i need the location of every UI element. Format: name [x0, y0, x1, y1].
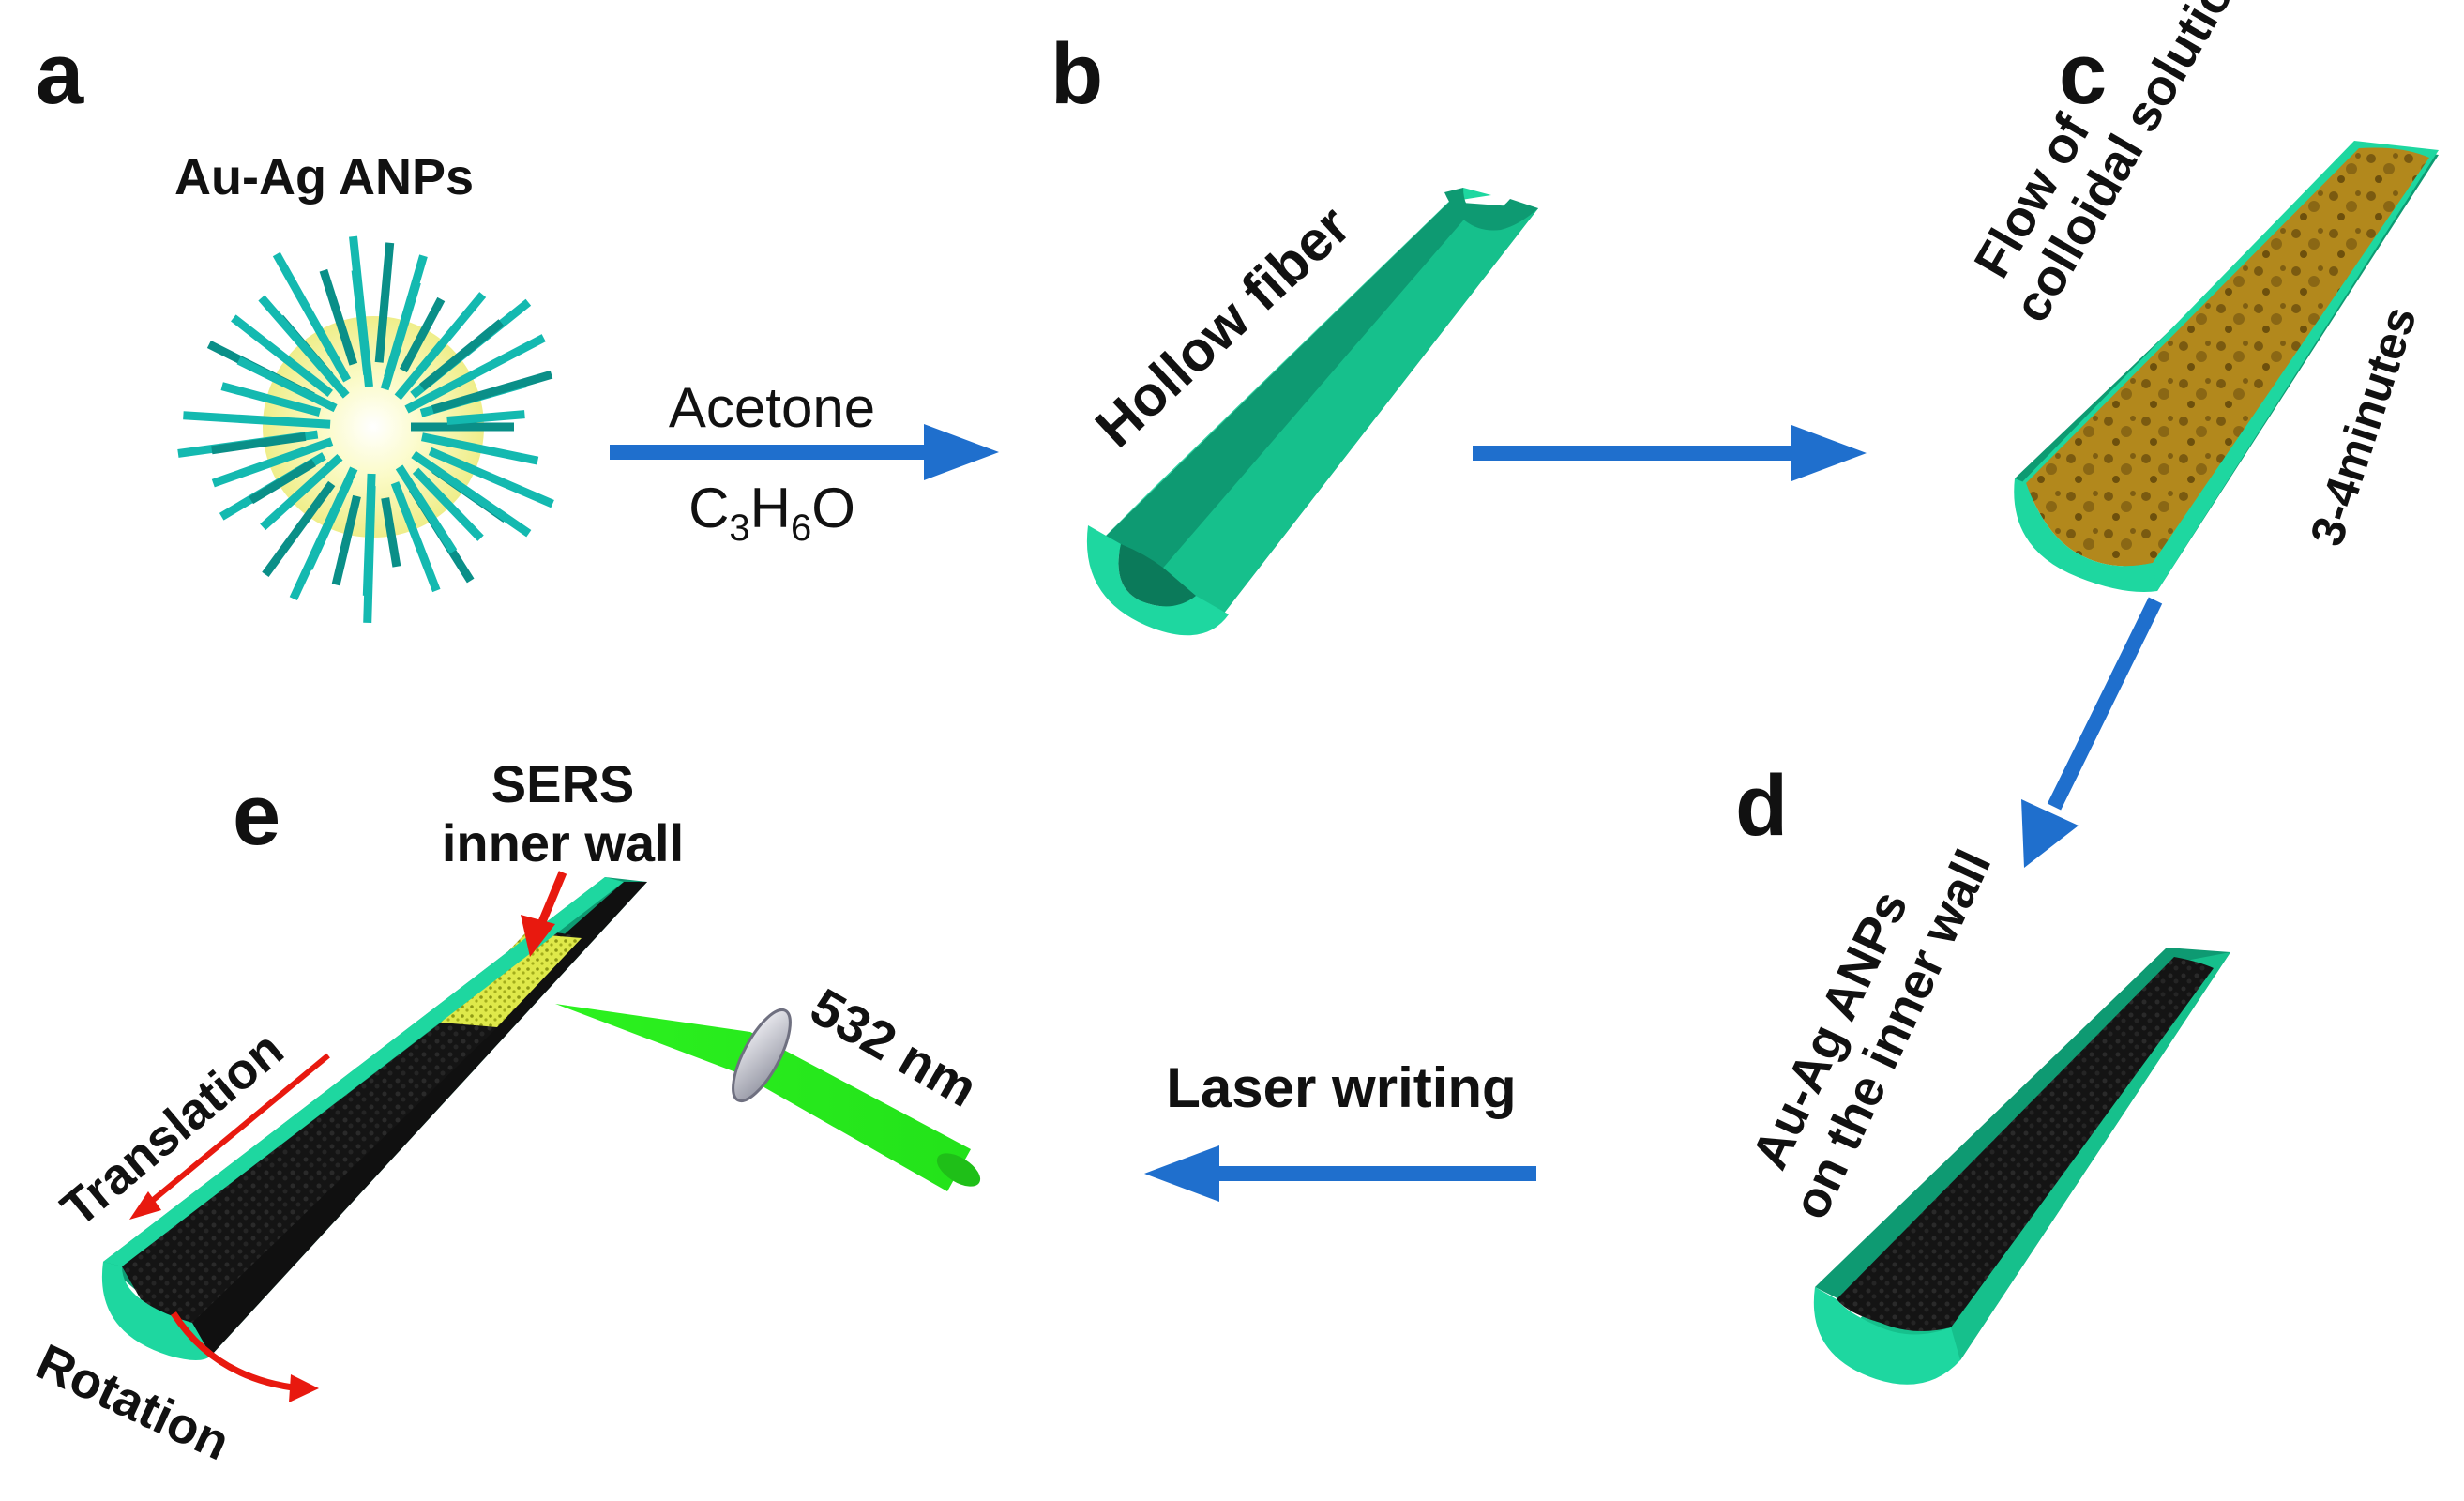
colloid-fiber-icon	[2014, 141, 2439, 592]
arrow-head	[2021, 799, 2079, 868]
arrow-d-to-e: Laser writing	[1144, 1056, 1536, 1202]
formula-o: O	[811, 477, 855, 539]
arrow-shaft	[1210, 1166, 1536, 1181]
panel-letter-d: d	[1735, 758, 1788, 854]
reagent-formula-label: C3H6O	[688, 477, 855, 549]
laser-beam	[555, 1004, 981, 1191]
nanoparticle-spike	[211, 437, 334, 488]
colloid-solution-fill	[2026, 147, 2429, 567]
nanoparticle-spike	[363, 485, 376, 624]
nanoparticle-spike	[183, 411, 331, 429]
nanoparticle-spike	[260, 453, 343, 531]
anp-title: Au-Ag ANPs	[174, 149, 474, 205]
formula-sub-6: 6	[791, 508, 811, 549]
nanoparticle-spike	[428, 447, 554, 508]
laser-writing-label: Laser writing	[1166, 1056, 1516, 1119]
nanoparticle-spike	[374, 242, 395, 363]
nanoparticle-spike	[390, 481, 441, 593]
panel-a: a Au-Ag ANPs	[36, 26, 554, 624]
hollow-fiber-icon	[1086, 188, 1538, 636]
nanoparticle-spike	[319, 268, 358, 366]
formula-c: C	[688, 477, 729, 539]
arrow-head	[924, 424, 999, 480]
nanoparticle-spike	[420, 432, 539, 465]
nanoparticle-spike	[304, 478, 354, 570]
arrow-b-to-c	[1473, 425, 1867, 481]
nanoparticle-spike	[411, 450, 532, 538]
nanoparticle-spike	[262, 480, 336, 578]
panel-c: c Flow ofcolloidal solution 3-4minutes	[1954, 0, 2439, 592]
nanoparticle-spike	[211, 432, 307, 455]
arrow-c-to-d	[2021, 597, 2163, 868]
anp-coating-fill	[122, 932, 582, 1323]
nanoparticle-spike	[446, 410, 525, 425]
panel-b: b Hollow fiber	[1051, 26, 1538, 636]
nanoparticle-spike	[220, 382, 322, 417]
sers-label-line1: SERS	[491, 754, 635, 813]
nanoparticle-spike	[399, 296, 446, 373]
anp-coating-fill	[1837, 957, 2214, 1331]
sers-label-line2: inner wall	[442, 813, 684, 872]
arrow-head	[1144, 1145, 1219, 1202]
translation-arrow	[129, 1053, 330, 1220]
arrow-shaft	[610, 445, 933, 460]
arrow-head	[1791, 425, 1867, 481]
panel-e: e SERS inner wall 532 nm Translation	[28, 754, 988, 1471]
nanoparticle-icon	[177, 235, 554, 624]
nanoparticle-spike	[431, 370, 553, 414]
formula-h: H	[750, 477, 791, 539]
nanoparticle-spike	[272, 251, 352, 383]
panel-letter-b: b	[1051, 26, 1103, 122]
arrow-shaft	[1473, 446, 1801, 461]
panel-letter-e: e	[233, 767, 280, 863]
nanoparticle-spike	[331, 494, 361, 586]
nanoparticle-spike	[351, 269, 372, 375]
nanoparticle-spike	[395, 464, 458, 554]
panel-letter-c: c	[2059, 26, 2107, 122]
panel-d: d Au-Ag ANPson the inner wall	[1735, 758, 2230, 1385]
nanoparticle-spike	[381, 497, 401, 568]
arrow-a-to-b: Acetone C3H6O	[610, 376, 999, 549]
colloid-flow-label: Flow ofcolloidal solution	[1954, 0, 2260, 331]
nanoparticle-spike	[394, 292, 487, 401]
nanoparticle-spike	[231, 314, 333, 397]
nanoparticle-spike	[419, 319, 505, 391]
laser-fiber-icon	[101, 877, 647, 1360]
arrow-shaft	[2047, 597, 2163, 811]
rotation-arrow	[171, 1311, 319, 1402]
nanoparticle-spike	[249, 459, 316, 505]
nanoparticle-spike	[384, 254, 428, 379]
nanoparticle-spike	[258, 295, 350, 399]
lens-icon	[732, 1008, 792, 1103]
nanoparticle-spike	[412, 467, 484, 541]
coated-fiber-icon	[1813, 948, 2230, 1385]
formula-sub-3: 3	[729, 508, 749, 549]
reagent-acetone-label: Acetone	[669, 376, 875, 439]
sers-pointer-arrow	[521, 871, 567, 957]
nanoparticle-spike	[236, 356, 338, 413]
panel-letter-a: a	[36, 26, 84, 122]
sers-region-fill	[441, 933, 582, 1027]
nanoparticle-spike	[404, 334, 546, 414]
